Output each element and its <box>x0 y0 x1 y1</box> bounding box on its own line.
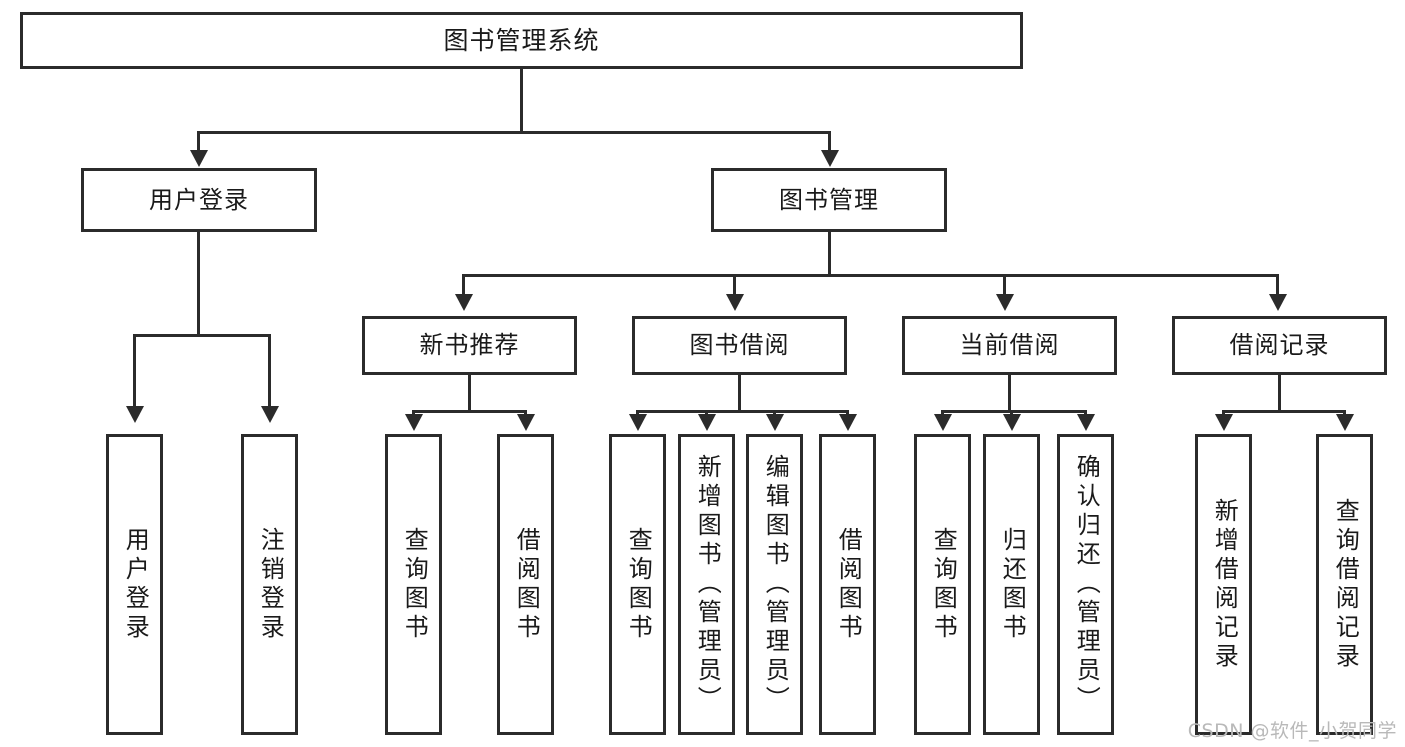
node-user-login[interactable]: 用户登录 <box>81 168 317 232</box>
edge-to-borrow-record <box>1276 274 1279 298</box>
arrowhead-to-book-management <box>821 150 839 167</box>
edge-root-stem <box>520 69 523 131</box>
node-label: 确认归还（管理员） <box>1072 454 1101 715</box>
edge-current-borrow-stem <box>1008 375 1011 412</box>
arrowhead-current-borrow-child-3 <box>1077 414 1095 431</box>
node-book-borrow[interactable]: 图书借阅 <box>632 316 847 375</box>
arrowhead-book-borrow-child-3 <box>766 414 784 431</box>
arrowhead-current-borrow-child-1 <box>934 414 952 431</box>
edge-to-current-borrow <box>1003 274 1006 298</box>
node-current-borrow[interactable]: 当前借阅 <box>902 316 1117 375</box>
node-label: 图书借阅 <box>689 331 790 360</box>
arrowhead-borrow-record-child-2 <box>1336 414 1354 431</box>
edge-root-to-book-management <box>828 131 831 154</box>
node-label: 当前借阅 <box>959 331 1060 360</box>
node-label: 新增借阅记录 <box>1210 497 1239 672</box>
edge-to-book-borrow <box>733 274 736 298</box>
edge-to-new-book <box>462 274 465 298</box>
leaf-book-borrow-add-book-admin[interactable]: 新增图书（管理员） <box>678 434 735 735</box>
edge-new-book-stem <box>468 375 471 412</box>
node-label: 图书管理系统 <box>443 25 600 55</box>
edge-current-borrow-bus <box>941 410 1087 413</box>
arrowhead-to-user-login <box>190 150 208 167</box>
leaf-book-borrow-borrow-book[interactable]: 借阅图书 <box>819 434 876 735</box>
edge-borrow-record-stem <box>1278 375 1281 412</box>
arrowhead-to-current-borrow <box>996 294 1014 311</box>
leaf-borrow-record-query-record[interactable]: 查询借阅记录 <box>1316 434 1373 735</box>
edge-book-management-bus <box>462 274 1279 277</box>
node-borrow-record[interactable]: 借阅记录 <box>1172 316 1387 375</box>
node-label: 查询图书 <box>624 526 653 643</box>
node-label: 新书推荐 <box>419 331 520 360</box>
edge-user-login-child-1 <box>133 334 136 410</box>
arrowhead-book-borrow-child-4 <box>839 414 857 431</box>
edge-book-management-stem <box>828 232 831 276</box>
arrowhead-user-login-child-2 <box>261 406 279 423</box>
leaf-current-borrow-query-book[interactable]: 查询图书 <box>914 434 971 735</box>
node-label: 新增图书（管理员） <box>693 454 722 715</box>
edge-user-login-child-2 <box>268 334 271 410</box>
edge-borrow-record-bus <box>1222 410 1346 413</box>
leaf-book-borrow-edit-book-admin[interactable]: 编辑图书（管理员） <box>746 434 803 735</box>
edge-book-borrow-stem <box>738 375 741 412</box>
edge-root-to-user-login <box>197 131 200 154</box>
leaf-current-borrow-return-book[interactable]: 归还图书 <box>983 434 1040 735</box>
node-label: 借阅记录 <box>1229 331 1330 360</box>
edge-book-borrow-bus <box>636 410 849 413</box>
node-label: 借阅图书 <box>834 526 863 643</box>
leaf-user-logout[interactable]: 注销登录 <box>241 434 298 735</box>
arrowhead-to-book-borrow <box>726 294 744 311</box>
arrowhead-current-borrow-child-2 <box>1003 414 1021 431</box>
edge-new-book-bus <box>412 410 527 413</box>
node-label: 归还图书 <box>998 526 1027 643</box>
leaf-current-borrow-confirm-return-admin[interactable]: 确认归还（管理员） <box>1057 434 1114 735</box>
edge-user-login-stem <box>197 232 200 336</box>
node-label: 图书管理 <box>779 185 879 214</box>
leaf-new-book-query-book[interactable]: 查询图书 <box>385 434 442 735</box>
node-label: 查询借阅记录 <box>1331 497 1360 672</box>
node-book-management[interactable]: 图书管理 <box>711 168 947 232</box>
node-label: 查询图书 <box>929 526 958 643</box>
leaf-new-book-borrow-book[interactable]: 借阅图书 <box>497 434 554 735</box>
node-new-book-recommend[interactable]: 新书推荐 <box>362 316 577 375</box>
csdn-watermark: CSDN @软件_小贺同学 <box>1187 720 1397 742</box>
leaf-user-login[interactable]: 用户登录 <box>106 434 163 735</box>
leaf-book-borrow-query-book[interactable]: 查询图书 <box>609 434 666 735</box>
arrowhead-book-borrow-child-2 <box>698 414 716 431</box>
node-label: 用户登录 <box>121 526 150 643</box>
node-label: 用户登录 <box>149 185 249 214</box>
arrowhead-new-book-child-1 <box>405 414 423 431</box>
arrowhead-user-login-child-1 <box>126 406 144 423</box>
arrowhead-book-borrow-child-1 <box>629 414 647 431</box>
arrowhead-to-new-book <box>455 294 473 311</box>
arrowhead-new-book-child-2 <box>517 414 535 431</box>
node-label: 借阅图书 <box>512 526 541 643</box>
arrowhead-to-borrow-record <box>1269 294 1287 311</box>
node-label: 编辑图书（管理员） <box>761 454 790 715</box>
arrowhead-borrow-record-child-1 <box>1215 414 1233 431</box>
edge-user-login-bus <box>133 334 271 337</box>
node-label: 注销登录 <box>256 526 285 643</box>
edge-root-bus <box>197 131 831 134</box>
leaf-borrow-record-add-record[interactable]: 新增借阅记录 <box>1195 434 1252 735</box>
node-label: 查询图书 <box>400 526 429 643</box>
node-root-book-management-system[interactable]: 图书管理系统 <box>20 12 1023 69</box>
